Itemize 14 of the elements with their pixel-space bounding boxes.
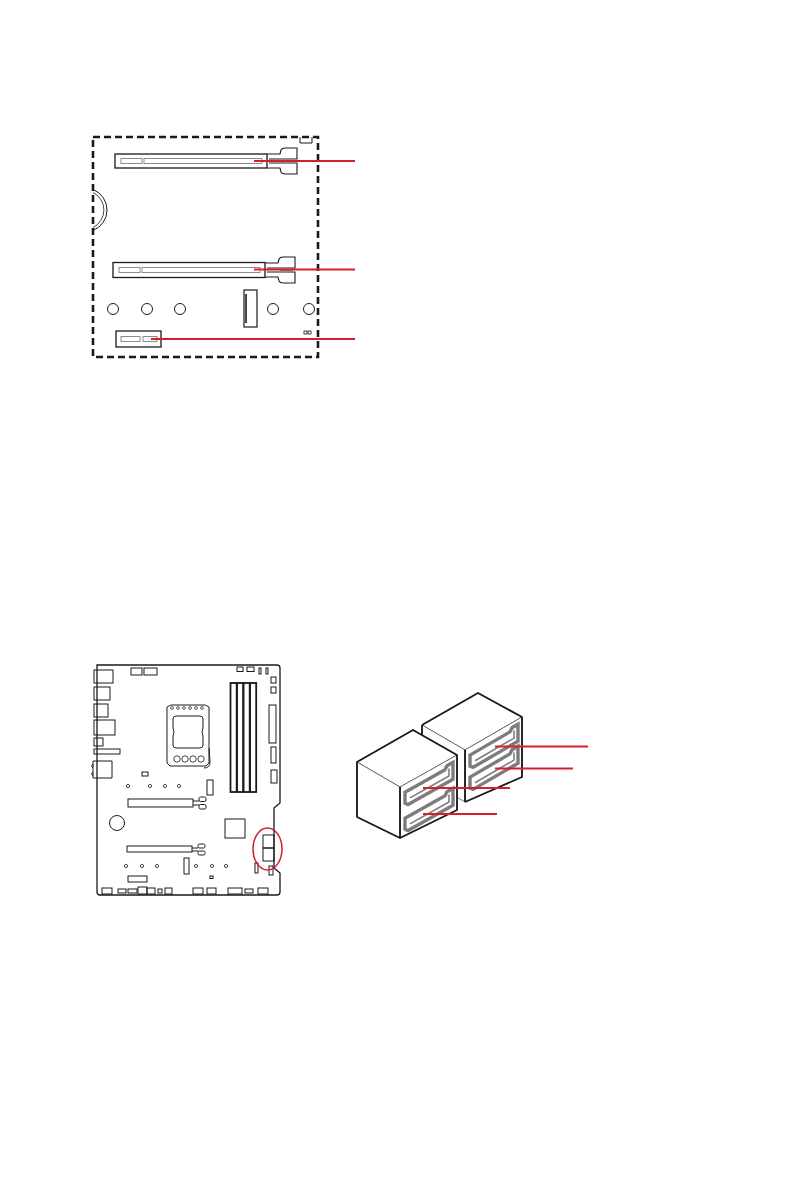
sata-port [468,722,520,770]
expansion-slot [115,330,162,348]
leader-line [150,338,356,340]
expansion-slot [114,147,298,175]
leader-line [494,745,589,748]
leader-line [253,160,356,162]
expansion-slot [112,255,296,284]
leader-line [422,813,498,816]
leader-line [422,787,511,790]
leader-line [253,268,356,271]
sata-port [403,786,455,833]
leader-line [494,767,574,770]
sata-port [468,744,520,792]
sata-port [403,760,455,807]
